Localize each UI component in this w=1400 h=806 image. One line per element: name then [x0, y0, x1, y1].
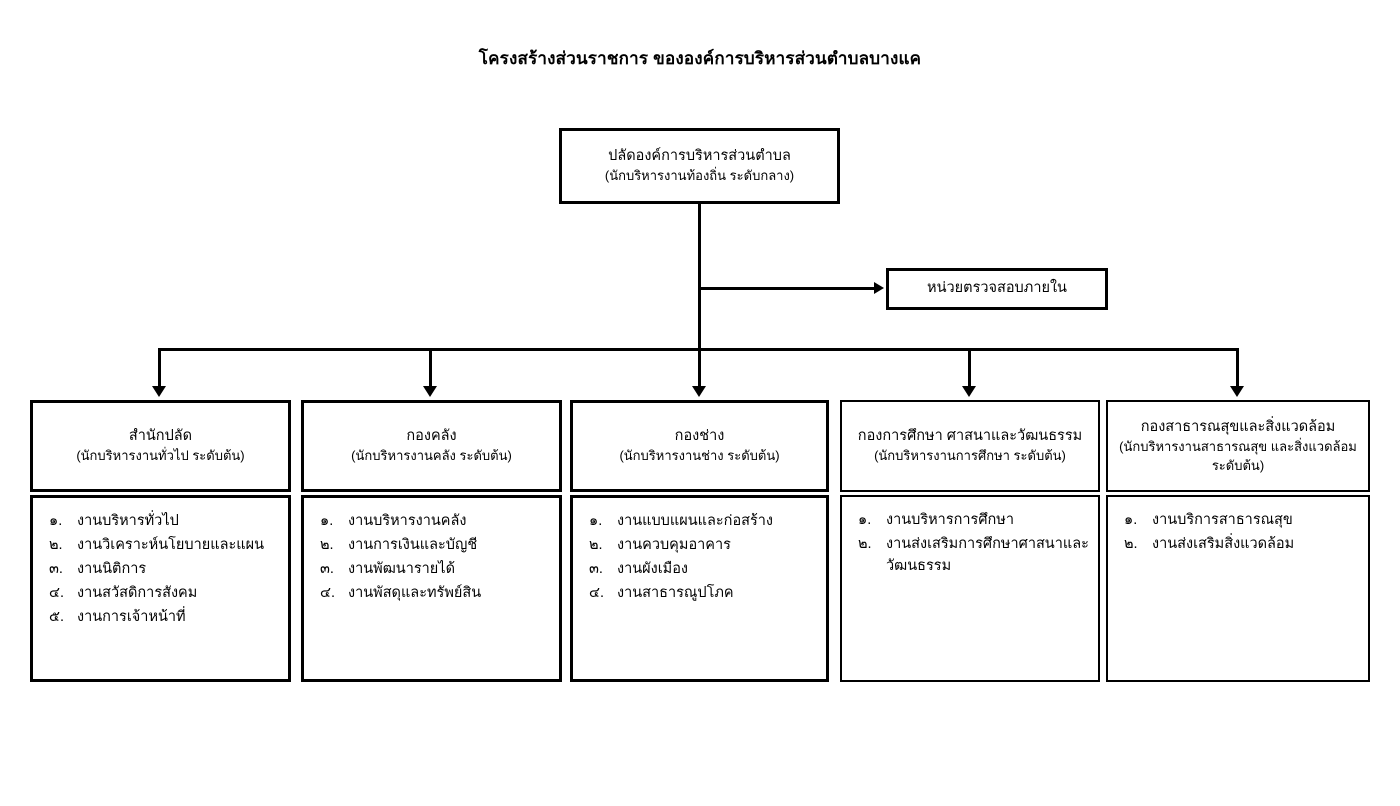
connector-root-trunk [698, 204, 701, 350]
task-list: ๑. งานบริหารทั่วไป ๒. งานวิเคราะห์นโยบายแล… [43, 510, 282, 628]
task-number: ๒. [320, 537, 334, 554]
node-department-3-tasks: ๑.งานแบบแผนและก่อสร้าง ๒.งานควบคุมอาคาร … [570, 495, 829, 682]
task-number: ๑. [589, 513, 603, 529]
task-number: ๓. [49, 561, 63, 578]
task-number: ๓. [589, 561, 603, 578]
department-2-position: (นักบริหารงานคลัง ระดับต้น) [351, 448, 512, 464]
task-number: ๒. [49, 537, 63, 554]
arrow-down-icon [423, 386, 437, 397]
task-number: ๑. [49, 513, 63, 529]
department-5-name: กองสาธารณสุขและสิ่งแวดล้อม [1140, 418, 1336, 435]
arrow-down-icon [1230, 386, 1244, 397]
list-item: ๔. งานสวัสดิการสังคม [43, 582, 282, 604]
node-department-2-tasks: ๑.งานบริหารงานคลัง ๒.งานการเงินและบัญชี … [301, 495, 562, 682]
task-label: งานบริหารทั่วไป [77, 513, 179, 529]
task-list: ๑.งานแบบแผนและก่อสร้าง ๒.งานควบคุมอาคาร … [583, 510, 820, 604]
list-item: ๒. งานควบคุมอาคาร [583, 534, 820, 556]
task-label: งานบริการสาธารณสุข [1152, 512, 1293, 528]
task-label: งานสาธารณูปโภค [617, 585, 734, 602]
node-department-5-header: กองสาธารณสุขและสิ่งแวดล้อม (นักบริหารงาน… [1106, 400, 1370, 492]
department-4-position: (นักบริหารงานการศึกษา ระดับต้น) [874, 448, 1066, 464]
node-chief-administrator-position: (นักบริหารงานท้องถิ่น ระดับกลาง) [604, 168, 795, 184]
task-list: ๑.งานบริหารงานคลัง ๒.งานการเงินและบัญชี … [314, 510, 553, 604]
task-list: ๑. งานบริการสาธารณสุข ๒. งานส่งเสริมสิ่งแว… [1118, 509, 1362, 555]
task-number: ๔. [49, 585, 65, 602]
task-number: ๔. [320, 585, 336, 602]
task-label: งานวิเคราะห์นโยบายและแผน [77, 537, 265, 554]
arrow-down-icon [962, 386, 976, 397]
node-chief-administrator-name: ปลัดองค์การบริหารส่วนตำบล [608, 148, 791, 165]
arrow-down-icon [692, 386, 706, 397]
task-list: ๑. งานบริหารการศึกษา ๒. งานส่งเสริมการศึกษ… [852, 509, 1092, 577]
arrow-down-icon [152, 386, 166, 397]
task-label: งานส่งเสริมการศึกษาศาสนาและวัฒนธรรม [886, 536, 1089, 575]
list-item: ๑. งานแบบแผนและก่อสร้าง [583, 510, 820, 532]
task-number: ๔. [589, 585, 605, 602]
node-internal-audit-unit-name: หน่วยตรวจสอบภายใน [927, 280, 1067, 297]
connector-drop-5 [1236, 348, 1239, 390]
task-label: งานบริหารงานคลัง [348, 513, 467, 529]
department-4-name: กองการศึกษา ศาสนาและวัฒนธรรม [857, 428, 1083, 445]
department-1-position: (นักบริหารงานทั่วไป ระดับต้น) [76, 448, 245, 464]
task-number: ๒. [1124, 536, 1138, 553]
task-label: งานส่งเสริมสิ่งแวดล้อม [1152, 536, 1295, 553]
task-label: งานนิติการ [77, 561, 147, 578]
task-label: งานสวัสดิการสังคม [77, 585, 198, 602]
task-label: งานผังเมือง [617, 561, 689, 578]
connector-drop-1 [158, 348, 161, 390]
list-item: ๑. งานบริการสาธารณสุข [1118, 509, 1362, 531]
list-item: ๓. งานนิติการ [43, 558, 282, 580]
page-title: โครงสร้างส่วนราชการ ขององค์การบริหารส่วน… [478, 49, 922, 68]
list-item: ๓. งานพัฒนารายได้ [314, 558, 553, 580]
node-department-2-header: กองคลัง (นักบริหารงานคลัง ระดับต้น) [301, 400, 562, 492]
connector-drop-2 [429, 348, 432, 390]
task-number: ๒. [858, 536, 872, 553]
list-item: ๒. งานวิเคราะห์นโยบายและแผน [43, 534, 282, 556]
list-item: ๒. งานส่งเสริมสิ่งแวดล้อม [1118, 533, 1362, 555]
node-department-4-header: กองการศึกษา ศาสนาและวัฒนธรรม (นักบริหารง… [840, 400, 1100, 492]
node-chief-administrator: ปลัดองค์การบริหารส่วนตำบล (นักบริหารงานท… [559, 128, 840, 204]
task-number: ๑. [858, 512, 872, 528]
department-3-position: (นักบริหารงานช่าง ระดับต้น) [619, 448, 780, 464]
department-2-name: กองคลัง [406, 428, 457, 445]
task-label: งานควบคุมอาคาร [617, 537, 731, 554]
department-5-position-cont: ระดับต้น) [1211, 457, 1265, 473]
list-item: ๕. งานการเจ้าหน้าที่ [43, 606, 282, 628]
task-number: ๓. [320, 561, 334, 578]
task-label: งานพัฒนารายได้ [348, 561, 455, 578]
arrow-right-icon [874, 282, 884, 294]
list-item: ๑. งานบริหารการศึกษา [852, 509, 1092, 531]
task-number: ๑. [320, 513, 334, 529]
department-1-name: สำนักปลัด [128, 428, 193, 445]
task-number: ๒. [589, 537, 603, 554]
connector-audit-branch [698, 287, 876, 290]
node-department-1-tasks: ๑. งานบริหารทั่วไป ๒. งานวิเคราะห์นโยบายแล… [30, 495, 291, 682]
department-5-position: (นักบริหารงานสาธารณสุข และสิ่งแวดล้อม [1119, 438, 1357, 454]
node-department-3-header: กองช่าง (นักบริหารงานช่าง ระดับต้น) [570, 400, 829, 492]
task-label: งานการเจ้าหน้าที่ [77, 609, 186, 626]
list-item: ๔. งานสาธารณูปโภค [583, 582, 820, 604]
list-item: ๔. งานพัสดุและทรัพย์สิน [314, 582, 553, 604]
node-department-1-header: สำนักปลัด (นักบริหารงานทั่วไป ระดับต้น) [30, 400, 291, 492]
node-department-5-tasks: ๑. งานบริการสาธารณสุข ๒. งานส่งเสริมสิ่งแว… [1106, 495, 1370, 682]
task-label: งานบริหารการศึกษา [886, 512, 1015, 528]
node-internal-audit-unit: หน่วยตรวจสอบภายใน [886, 268, 1108, 310]
task-label: งานแบบแผนและก่อสร้าง [617, 513, 774, 529]
list-item: ๑. งานบริหารงานคลัง [314, 510, 553, 532]
task-label: งานการเงินและบัญชี [348, 537, 478, 554]
connector-drop-4 [968, 348, 971, 390]
task-number: ๕. [49, 609, 65, 626]
connector-drop-3 [698, 348, 701, 390]
list-item: ๑. งานบริหารทั่วไป [43, 510, 282, 532]
task-number: ๑. [1124, 512, 1138, 528]
node-department-4-tasks: ๑. งานบริหารการศึกษา ๒. งานส่งเสริมการศึกษ… [840, 495, 1100, 682]
task-label: งานพัสดุและทรัพย์สิน [348, 585, 482, 602]
department-3-name: กองช่าง [674, 428, 725, 445]
list-item: ๓. งานผังเมือง [583, 558, 820, 580]
list-item: ๒. งานการเงินและบัญชี [314, 534, 553, 556]
list-item: ๒. งานส่งเสริมการศึกษาศาสนาและวัฒนธรรม [852, 533, 1092, 577]
